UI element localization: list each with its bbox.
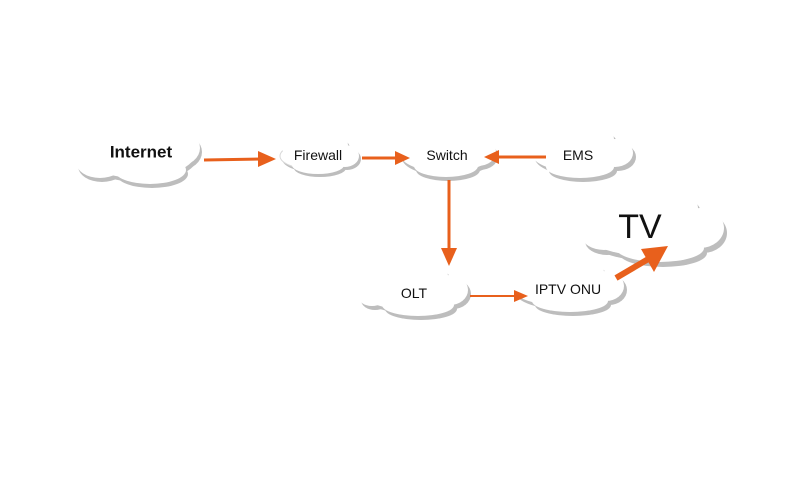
cloud-switch: Switch: [400, 127, 498, 181]
node-olt-label: OLT: [401, 285, 428, 301]
edge-internet-firewall: [203, 151, 276, 167]
node-iptv-onu-label: IPTV ONU: [535, 281, 601, 297]
cloud-iptv-onu: IPTV ONU: [512, 259, 627, 316]
cloud-ems: EMS: [532, 126, 636, 182]
node-firewall-label: Firewall: [294, 147, 342, 163]
node-switch-label: Switch: [426, 147, 467, 163]
edge-iptv-onu-tv: [614, 246, 668, 281]
node-internet-label: Internet: [110, 143, 173, 162]
node-ems-label: EMS: [563, 147, 593, 163]
edge-ems-switch: [484, 150, 546, 164]
edge-switch-olt: [441, 180, 457, 266]
edge-firewall-switch: [362, 151, 410, 165]
cloud-firewall: Firewall: [279, 134, 361, 177]
edge-olt-iptv-onu: [470, 290, 528, 302]
cloud-internet: Internet: [76, 116, 202, 188]
cloud-tv: TV: [582, 188, 727, 267]
node-tv-label: TV: [618, 208, 662, 246]
cloud-olt: OLT: [358, 263, 471, 320]
